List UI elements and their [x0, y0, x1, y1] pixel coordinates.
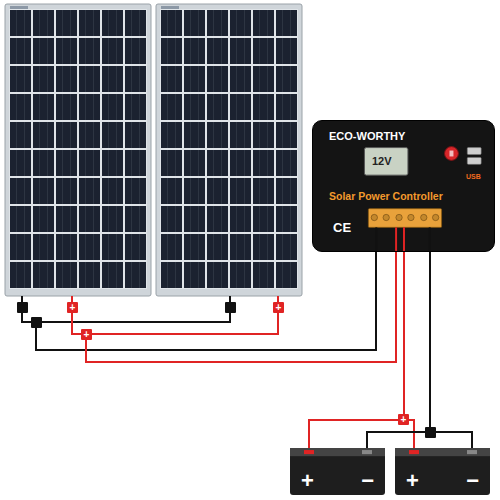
lcd-reading: 12V: [372, 155, 392, 167]
positive-sign: +: [406, 469, 419, 493]
negative-sign: −: [466, 469, 479, 493]
battery-cable: [367, 252, 430, 448]
battery: +−: [290, 448, 385, 495]
positive-sign: +: [301, 469, 314, 493]
connector-polarity: +: [398, 414, 409, 425]
charge-controller: ECO-WORTHY 12V Solar Power ControllerCE USB: [312, 120, 495, 252]
ce-mark: CE: [333, 221, 351, 235]
brand-name: ECO-WORTHY: [329, 130, 405, 142]
mc4-connectors: [17, 302, 436, 438]
connector-polarity: +: [81, 329, 92, 340]
connector-polarity: +: [67, 302, 78, 313]
product-name: Solar Power Controller: [329, 191, 443, 203]
usb-label: USB: [466, 173, 481, 181]
connector-polarity: +: [273, 302, 284, 313]
solar-panel: [5, 4, 151, 296]
panel-wiring: [22, 252, 396, 362]
battery-cable: [309, 252, 404, 448]
battery-cable: [430, 252, 472, 448]
negative-sign: −: [361, 469, 374, 493]
battery: +−: [395, 448, 490, 495]
solar-panel: [156, 4, 302, 296]
